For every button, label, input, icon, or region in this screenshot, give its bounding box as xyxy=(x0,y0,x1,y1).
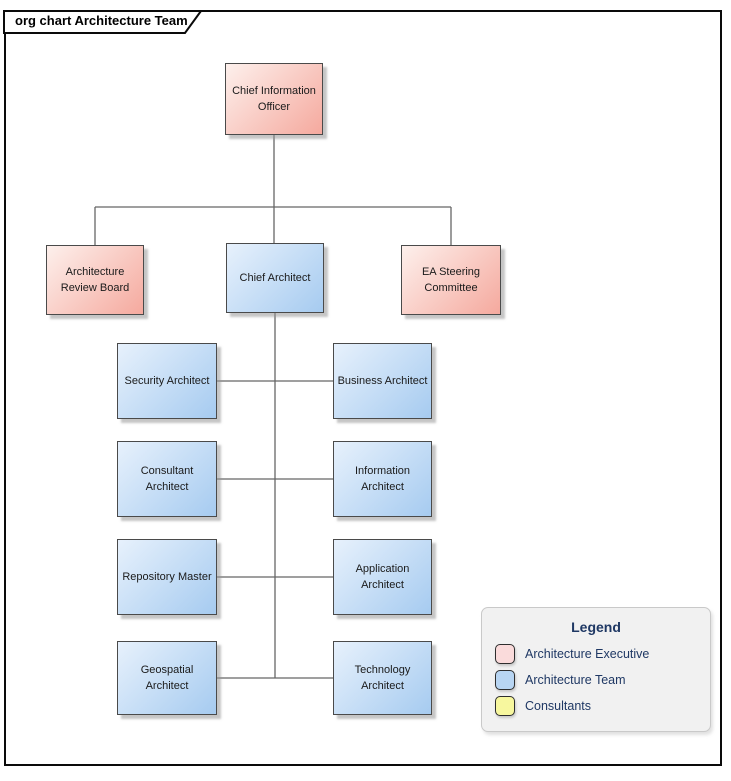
legend-item-architecture-team: Architecture Team xyxy=(495,670,710,690)
node-ea-steering-committee[interactable]: EA Steering Committee xyxy=(401,245,501,315)
legend-title: Legend xyxy=(571,619,621,635)
legend-item-label: Consultants xyxy=(525,699,592,713)
node-architecture-review-board[interactable]: Architecture Review Board xyxy=(46,245,144,315)
diagram-title-tab xyxy=(3,10,203,34)
legend-items: Architecture Executive Architecture Team… xyxy=(495,644,710,716)
diagram-frame-border xyxy=(4,10,722,766)
node-consultant-architect[interactable]: Consultant Architect xyxy=(117,441,217,517)
legend-swatch-architecture-team xyxy=(495,670,515,690)
legend-item-label: Architecture Executive xyxy=(525,647,650,661)
node-technology-architect[interactable]: Technology Architect xyxy=(333,641,432,715)
node-repository-master[interactable]: Repository Master xyxy=(117,539,217,615)
legend-item-label: Architecture Team xyxy=(525,673,626,687)
node-geospatial-architect[interactable]: Geospatial Architect xyxy=(117,641,217,715)
node-application-architect[interactable]: Application Architect xyxy=(333,539,432,615)
legend: Legend Architecture Executive Architectu… xyxy=(481,607,711,732)
node-security-architect[interactable]: Security Architect xyxy=(117,343,217,419)
node-information-architect[interactable]: Information Architect xyxy=(333,441,432,517)
node-chief-information-officer[interactable]: Chief Information Officer xyxy=(225,63,323,135)
diagram-title: org chart Architecture Team xyxy=(15,13,188,28)
legend-swatch-consultants xyxy=(495,696,515,716)
legend-item-consultants: Consultants xyxy=(495,696,710,716)
node-chief-architect[interactable]: Chief Architect xyxy=(226,243,324,313)
legend-swatch-architecture-executive xyxy=(495,644,515,664)
legend-item-architecture-executive: Architecture Executive xyxy=(495,644,710,664)
node-business-architect[interactable]: Business Architect xyxy=(333,343,432,419)
